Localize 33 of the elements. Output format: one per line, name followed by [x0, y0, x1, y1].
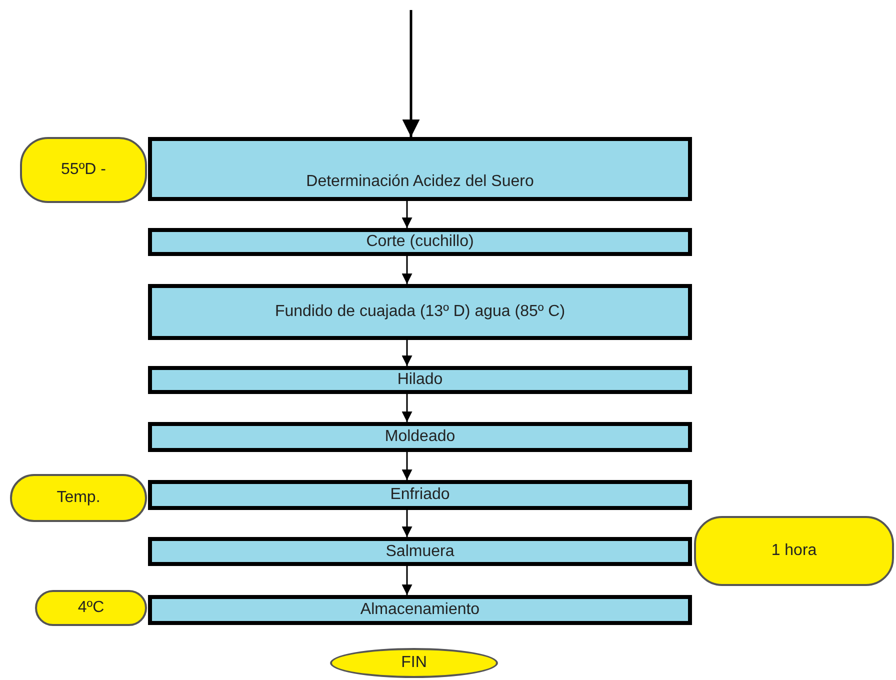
- step-label: 55ºD -: [60, 160, 107, 180]
- condition-pill: [35, 590, 147, 626]
- step-label: Enfriado: [389, 485, 451, 505]
- step-label: Salmuera: [384, 542, 456, 562]
- arrow: [402, 394, 412, 422]
- process-box: [148, 137, 692, 201]
- arrow: [402, 10, 420, 137]
- step-label: Determinación Acidez del Suero: [305, 172, 535, 191]
- condition-pill: [20, 137, 147, 203]
- step-label: Hilado: [396, 370, 444, 390]
- arrow: [402, 256, 412, 284]
- arrow: [402, 566, 412, 595]
- process-box: [148, 366, 692, 394]
- process-box: [148, 537, 692, 566]
- arrow: [402, 340, 412, 366]
- process-box: [148, 228, 692, 256]
- process-box: [148, 422, 692, 452]
- step-label: 1 hora: [770, 541, 818, 561]
- step-label: Fundido de cuajada (13º D) agua (85º C): [274, 302, 566, 322]
- step-label: Corte (cuchillo): [365, 232, 475, 252]
- step-label: Almacenamiento: [359, 600, 481, 620]
- process-box: [148, 480, 692, 510]
- step-label: Moldeado: [384, 427, 456, 447]
- process-box: [148, 595, 692, 625]
- step-label: 4ºC: [76, 598, 106, 618]
- condition-pill: [10, 474, 147, 522]
- arrow: [402, 452, 412, 480]
- step-label: FIN: [400, 653, 428, 673]
- process-box: [148, 284, 692, 340]
- condition-pill: [694, 516, 894, 586]
- arrow: [402, 510, 412, 537]
- step-label: Temp.: [56, 488, 102, 508]
- arrow: [402, 201, 412, 228]
